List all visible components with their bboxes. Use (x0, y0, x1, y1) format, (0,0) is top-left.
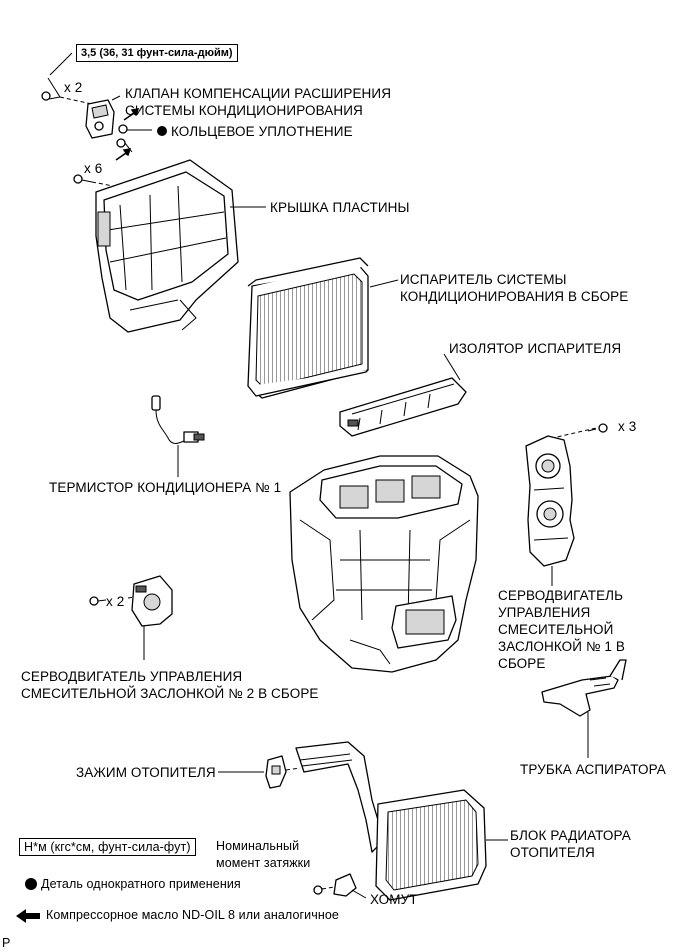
label-evaporator-insulator: ИЗОЛЯТОР ИСПАРИТЕЛЯ (449, 341, 622, 356)
label-evaporator-1: ИСПАРИТЕЛЬ СИСТЕМЫ (400, 272, 567, 287)
servo-motor-2 (131, 575, 173, 627)
heater-clip (265, 755, 287, 789)
heater-case (289, 455, 479, 673)
label-heater-core-1: БЛОК РАДИАТОРА (510, 828, 631, 843)
torque-spec-box: 3,5 (36, 31 фунт-сила-дюйм) (76, 44, 238, 62)
label-clamp: ХОМУТ (370, 892, 418, 907)
label-evaporator-2: КОНДИЦИОНИРОВАНИЯ В СБОРЕ (400, 289, 629, 304)
label-servo1-2: УПРАВЛЕНИЯ (498, 605, 591, 620)
corner-mark: P (2, 936, 11, 950)
servo-screw-1 (587, 423, 608, 433)
servo2-screw-count: x 2 (106, 594, 125, 609)
valve-bolt-count: x 2 (64, 80, 83, 95)
label-heater-core-2: ОТОПИТЕЛЯ (510, 845, 595, 860)
legend-single-use: Деталь однократного применения (41, 877, 241, 891)
valve-bolt (41, 77, 61, 101)
legend-torque-units: Н*м (кгс*см, фунт-сила-фут) (19, 838, 196, 856)
label-servo1-5: СБОРЕ (498, 656, 546, 671)
label-servo2-1: СЕРВОДВИГАТЕЛЬ УПРАВЛЕНИЯ (21, 669, 243, 684)
plate-cover (95, 159, 239, 333)
servo-screw-2 (89, 596, 107, 606)
evaporator (247, 257, 369, 399)
aspirator-tube (541, 659, 627, 717)
label-servo1-4: ЗАСЛОНКОЙ № 1 В (498, 639, 625, 654)
legend-torque-desc-2: момент затяжки (216, 856, 311, 870)
cover-screw-count: x 6 (84, 161, 103, 176)
label-heater-clip: ЗАЖИМ ОТОПИТЕЛЯ (76, 765, 216, 780)
label-servo1-1: СЕРВОДВИГАТЕЛЬ (498, 588, 624, 603)
servo-motor-1 (525, 435, 575, 567)
expansion-valve (85, 99, 115, 139)
label-o-ring: КОЛЬЦЕВОЕ УПЛОТНЕНИЕ (171, 124, 353, 139)
label-expansion-valve-2: СИСТЕМЫ КОНДИЦИОНИРОВАНИЯ (125, 103, 363, 118)
clamp (313, 873, 357, 897)
label-expansion-valve-1: КЛАПАН КОМПЕНСАЦИИ РАСШИРЕНИЯ (125, 86, 392, 101)
label-thermistor: ТЕРМИСТОР КОНДИЦИОНЕРА № 1 (49, 480, 282, 495)
servo1-screw-count: x 3 (618, 419, 637, 434)
label-aspirator-tube: ТРУБКА АСПИРАТОРА (520, 762, 666, 777)
evaporator-insulator (339, 377, 467, 437)
thermistor (151, 395, 205, 444)
heater-core (295, 741, 487, 901)
cover-screw (73, 174, 93, 184)
legend-oil: Компрессорное масло ND-OIL 8 или аналоги… (46, 908, 339, 922)
legend-torque-desc-1: Номинальный (216, 839, 300, 853)
label-plate-cover: КРЫШКА ПЛАСТИНЫ (270, 200, 410, 215)
label-servo2-2: СМЕСИТЕЛЬНОЙ ЗАСЛОНКОЙ № 2 В СБОРЕ (21, 686, 319, 701)
label-servo1-3: СМЕСИТЕЛЬНОЙ (498, 622, 614, 637)
